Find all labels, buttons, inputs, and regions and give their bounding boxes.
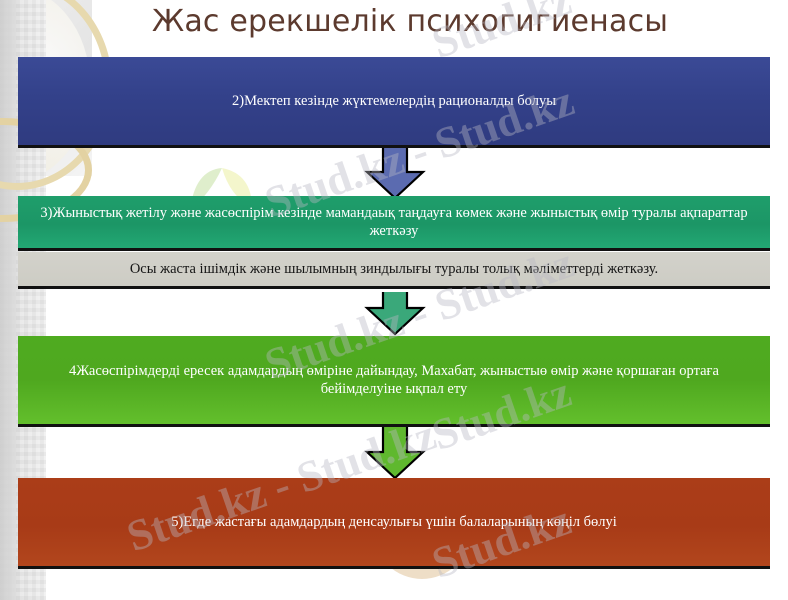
flow-step-3-note: Осы жаста ішімдік және шылымның зиндылығ… [18,252,770,286]
flow-step-4-label: 4Жасөспірімдерді ересек адамдардың өмірі… [69,362,719,397]
flow-step-2: 2)Мектеп кезінде жүктемелердің рационалд… [18,57,770,145]
connector-arrow-2 [364,292,426,336]
flow-step-5-label: 5)Егде жастағы адамдардың денсаулығы үші… [171,513,617,530]
flow-step-3-label: 3)Жыныстық жетілу және жасөспірім кезінд… [40,204,748,239]
flow-step-5: 5)Егде жастағы адамдардың денсаулығы үші… [18,478,770,566]
page-title: Жас ерекшелік психогигиенасы [151,4,669,39]
connector-arrow-3 [364,422,426,480]
flow-step-4: 4Жасөспірімдерді ересек адамдардың өмірі… [18,336,770,424]
flow-step-3-note-label: Осы жаста ішімдік және шылымның зиндылығ… [129,260,659,277]
connector-arrow-1 [364,144,426,200]
flow-step-3: 3)Жыныстық жетілу және жасөспірім кезінд… [18,196,770,248]
flow-step-2-label: 2)Мектеп кезінде жүктемелердің рационалд… [232,92,556,109]
